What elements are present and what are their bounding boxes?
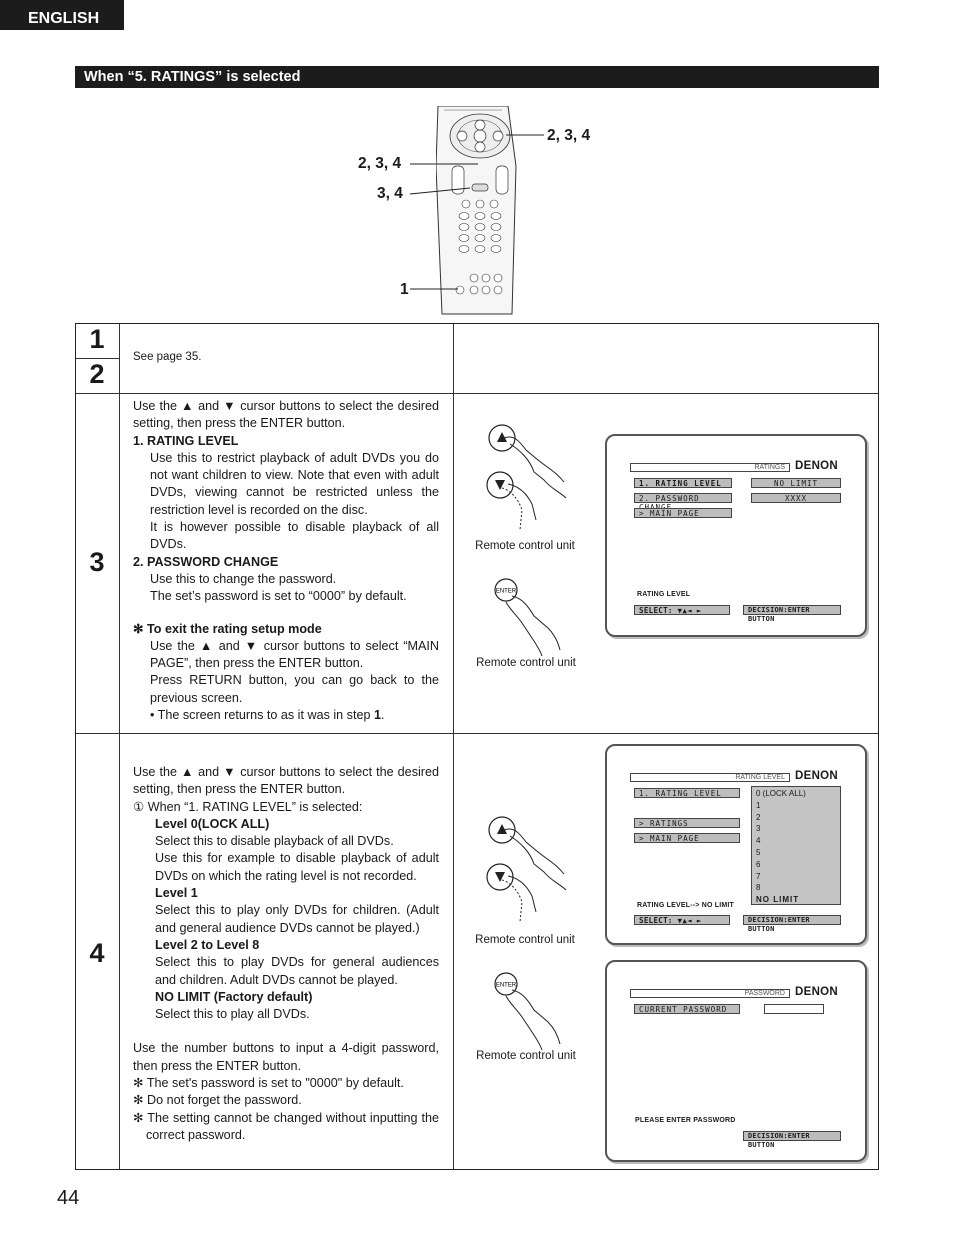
- menu-password-change[interactable]: 2. PASSWORD CHANGE: [634, 493, 732, 512]
- level-option-selected[interactable]: NO LIMIT: [756, 895, 800, 905]
- level-option[interactable]: 2: [756, 812, 761, 822]
- step-number: 3: [89, 547, 105, 577]
- hand-enter-button-illustration: ENTER: [494, 972, 561, 1051]
- screen-tab-rating-level: RATING LEVEL: [630, 773, 790, 782]
- level0-desc: Select this to disable playback of all D…: [155, 834, 394, 849]
- callout-left-bottom: 1: [400, 281, 409, 298]
- screen-status: RATING LEVEL--> NO LIMIT: [637, 902, 735, 909]
- ratings-screen: RATINGS DENON 1. RATING LEVEL 2. PASSWOR…: [605, 434, 867, 637]
- screen-status: RATING LEVEL: [637, 591, 691, 598]
- no-limit-title: NO LIMIT (Factory default): [155, 989, 313, 1004]
- callout-left-mid: 3, 4: [377, 185, 403, 202]
- step4-intro: Use the ▲ and ▼ cursor buttons to select…: [133, 765, 439, 797]
- password-input-instructions: Use the number buttons to input a 4-digi…: [133, 1041, 439, 1073]
- language-tab: ENGLISH: [0, 0, 124, 30]
- remote-caption: Remote control unit: [476, 657, 576, 669]
- no-limit-desc: Select this to play all DVDs.: [155, 1007, 310, 1022]
- screen-tab-password: PASSWORD: [630, 989, 790, 998]
- exit-bullet: • The screen returns to as it was in ste…: [133, 707, 439, 724]
- level-option[interactable]: 4: [756, 836, 761, 846]
- rating-level-title: 1. RATING LEVEL: [133, 433, 239, 448]
- level2-8-desc: Select this to play DVDs for general aud…: [155, 955, 439, 987]
- denon-logo: DENON: [795, 770, 839, 782]
- step-number: 4: [89, 938, 105, 968]
- level-option[interactable]: 5: [756, 847, 761, 857]
- step-number: 2: [89, 359, 105, 389]
- rating-level-desc: Use this to restrict playback of adult D…: [150, 450, 439, 517]
- step3-instructions: Use the ▲ and ▼ cursor buttons to select…: [133, 398, 439, 724]
- steps-table: [75, 323, 879, 1170]
- callout-left-top: 2, 3, 4: [358, 155, 402, 172]
- remote-control-illustration: [436, 106, 517, 315]
- menu-rating-level[interactable]: 1. RATING LEVEL: [634, 788, 740, 798]
- rating-level-list[interactable]: 0 (LOCK ALL) 1 2 3 4 5 6 7 8 NO LIMIT: [751, 786, 841, 905]
- level-option[interactable]: 7: [756, 871, 761, 881]
- menu-main-page[interactable]: > MAIN PAGE: [634, 508, 732, 518]
- screen-status: PLEASE ENTER PASSWORD: [635, 1117, 736, 1124]
- divider: [453, 323, 454, 1170]
- exit-return-note: Press RETURN button, you can go back to …: [150, 673, 439, 705]
- divider: [75, 358, 119, 359]
- step-number: 1: [89, 324, 105, 354]
- password-input[interactable]: [764, 1004, 824, 1014]
- menu-ratings[interactable]: > RATINGS: [634, 818, 740, 828]
- exit-bullet-text: • The screen returns to as it was in ste…: [150, 708, 374, 723]
- level1-title: Level 1: [155, 886, 198, 901]
- section-title: When “5. RATINGS” is selected: [75, 66, 879, 88]
- level-option[interactable]: 1: [756, 800, 761, 810]
- level0-title: Level 0(LOCK ALL): [155, 816, 270, 831]
- decision-hint: DECISION:ENTER BUTTON: [743, 605, 841, 623]
- hand-cursor-buttons-illustration: [486, 424, 567, 531]
- decision-hint: DECISION:ENTER BUTTON: [743, 915, 841, 933]
- level2-8-title: Level 2 to Level 8: [155, 937, 260, 952]
- select-hint: SELECT: ▼▲◄ ►: [634, 915, 730, 925]
- level-option[interactable]: 8: [756, 883, 761, 893]
- menu-rating-level[interactable]: 1. RATING LEVEL: [634, 478, 732, 488]
- divider: [75, 733, 879, 734]
- password-note-default: ✻ The set's password is set to "0000" by…: [133, 1076, 404, 1091]
- level1-desc: Select this to play only DVDs for childr…: [155, 903, 439, 935]
- exit-bullet-end: .: [381, 708, 385, 723]
- callout-right: 2, 3, 4: [547, 127, 591, 144]
- hand-enter-button-illustration: ENTER: [494, 578, 561, 657]
- enter-label: ENTER: [496, 589, 517, 595]
- denon-logo: DENON: [795, 986, 839, 998]
- password-change-title: 2. PASSWORD CHANGE: [133, 554, 279, 569]
- remote-caption: Remote control unit: [476, 1050, 576, 1062]
- exit-desc: Use the ▲ and ▼ cursor buttons to select…: [150, 638, 439, 671]
- rating-level-screen: RATING LEVEL DENON 1. RATING LEVEL > RAT…: [605, 744, 867, 945]
- password-screen: PASSWORD DENON CURRENT PASSWORD PLEASE E…: [605, 960, 867, 1162]
- page-number: 44: [57, 1187, 80, 1209]
- enter-label: ENTER: [496, 983, 517, 989]
- remote-caption: Remote control unit: [475, 934, 575, 946]
- password-value: XXXX: [751, 493, 841, 503]
- screen-tab-ratings: RATINGS: [630, 463, 790, 472]
- remote-caption: Remote control unit: [475, 540, 575, 552]
- level-option[interactable]: 0 (LOCK ALL): [756, 789, 806, 798]
- password-note-required: ✻ The setting cannot be changed without …: [133, 1110, 439, 1142]
- callout-lines: [409, 134, 544, 290]
- step12-text: See page 35.: [133, 351, 202, 363]
- level-option[interactable]: 6: [756, 859, 761, 869]
- password-default-note: The set’s password is set to “0000” by d…: [150, 589, 407, 604]
- level0-example: Use this for example to disable playback…: [155, 851, 439, 883]
- step4-subtitle: ① When “1. RATING LEVEL” is selected:: [133, 799, 363, 814]
- step3-intro: Use the ▲ and ▼ cursor buttons to select…: [133, 399, 439, 431]
- exit-bullet-step: 1: [373, 708, 381, 723]
- rating-value: NO LIMIT: [751, 478, 841, 488]
- divider: [119, 323, 120, 1170]
- step4-instructions: Use the ▲ and ▼ cursor buttons to select…: [133, 764, 439, 1144]
- select-hint: SELECT: ▼▲◄ ►: [634, 605, 730, 615]
- hand-cursor-buttons-illustration: [486, 816, 567, 923]
- menu-main-page[interactable]: > MAIN PAGE: [634, 833, 740, 843]
- divider: [75, 393, 879, 394]
- password-change-desc: Use this to change the password.: [150, 571, 337, 586]
- denon-logo: DENON: [795, 460, 839, 472]
- password-note-remember: ✻ Do not forget the password.: [133, 1093, 302, 1108]
- level-option[interactable]: 3: [756, 824, 761, 834]
- rating-level-note: It is however possible to disable playba…: [150, 520, 439, 552]
- decision-hint: DECISION:ENTER BUTTON: [743, 1131, 841, 1149]
- exit-title: ✻ To exit the rating setup mode: [133, 621, 322, 636]
- current-password-label: CURRENT PASSWORD: [634, 1004, 740, 1014]
